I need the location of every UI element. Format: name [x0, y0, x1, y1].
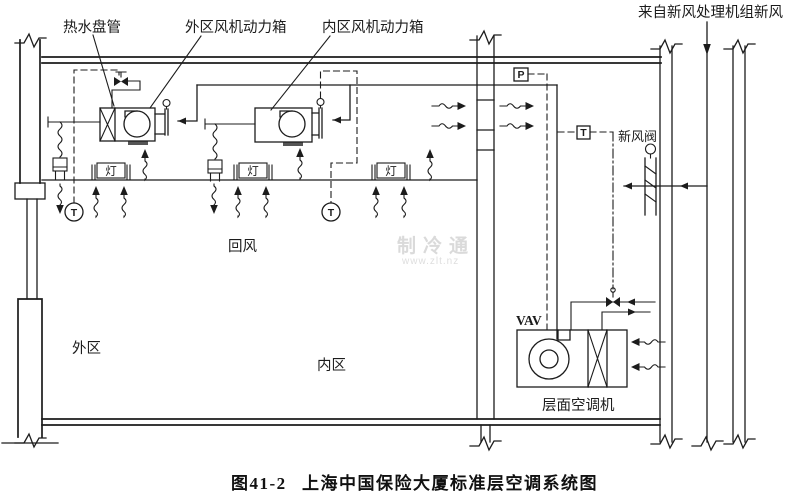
- caption-figure-no: 图41-2: [231, 474, 287, 493]
- fresh-air-drop-line: [691, 21, 724, 451]
- fan-scroll: [123, 110, 151, 145]
- watermark-url: www.zlt.nz: [401, 256, 459, 267]
- diffuser: [52, 121, 68, 180]
- supply-duct-runs: [177, 84, 558, 340]
- label-inner-zone: 内区: [317, 357, 346, 374]
- label-return-air: 回风: [228, 238, 257, 255]
- controls: T T P T: [64, 67, 614, 331]
- label-hot-water-coil: 热水盘管: [63, 18, 121, 36]
- label-vav: VAV: [516, 313, 542, 328]
- figure-caption: 图41-2 上海中国保险大厦标准层空调系统图: [231, 473, 598, 493]
- diffuser: [207, 123, 223, 182]
- sensor-t-label: T: [580, 127, 587, 139]
- sensor-t-label: T: [328, 207, 335, 219]
- label-floor-ac-unit: 层面空调机: [542, 397, 615, 414]
- label-outer-zone: 外区: [72, 340, 101, 357]
- sensor-t-label: T: [71, 207, 78, 219]
- label-outer-fan-box: 外区风机动力箱: [185, 19, 287, 36]
- label-fresh-air-valve: 新风阀: [618, 129, 657, 144]
- central-shaft: [469, 30, 502, 451]
- right-riser-b: [723, 39, 756, 449]
- right-riser-a: [650, 39, 683, 449]
- sensor-p-label: P: [517, 69, 524, 81]
- watermark-name: 制冷通: [397, 234, 475, 257]
- label-fresh-air-source: 来自新风处理机组新风: [638, 4, 783, 21]
- left-wall-column: [1, 33, 59, 448]
- thermostat-outer-zone: T: [64, 69, 120, 222]
- vav-floor-ac-unit: [516, 287, 656, 388]
- thermostat-inner-zone: T: [319, 70, 358, 222]
- top-slab: [41, 56, 662, 64]
- inner-zone-fan-power-box: [254, 97, 325, 146]
- lamp-label-2: 灯: [247, 165, 259, 178]
- pressure-sensor: P: [513, 67, 548, 331]
- label-inner-fan-box: 内区风机动力箱: [322, 19, 424, 36]
- chilled-water-piping: [570, 287, 656, 331]
- ceiling-lights: 灯 灯 灯: [91, 162, 411, 180]
- lamp-label-1: 灯: [105, 165, 117, 178]
- ceiling-diffusers: [47, 116, 256, 182]
- lamp-label-3: 灯: [385, 165, 397, 178]
- hot-water-piping: [111, 71, 141, 109]
- caption-title: 上海中国保险大厦标准层空调系统图: [302, 473, 598, 493]
- fresh-air-damper: [623, 143, 708, 216]
- text-labels: 热水盘管 外区风机动力箱 内区风机动力箱 来自新风处理机组新风 新风阀 回风 外…: [63, 4, 783, 414]
- watermark: 制冷通 www.zlt.nz: [397, 234, 475, 267]
- label-leaders: [92, 34, 331, 111]
- duct-temperature-sensor: T: [557, 125, 614, 290]
- floor-slab: [41, 418, 661, 426]
- fan-scroll: [528, 329, 571, 380]
- hot-water-coil: [99, 107, 116, 142]
- fan-scroll: [278, 110, 306, 146]
- outlet-damper: [316, 97, 325, 139]
- outer-zone-fan-power-box: [99, 71, 171, 145]
- building-structure: [1, 21, 756, 451]
- outlet-damper: [162, 98, 171, 136]
